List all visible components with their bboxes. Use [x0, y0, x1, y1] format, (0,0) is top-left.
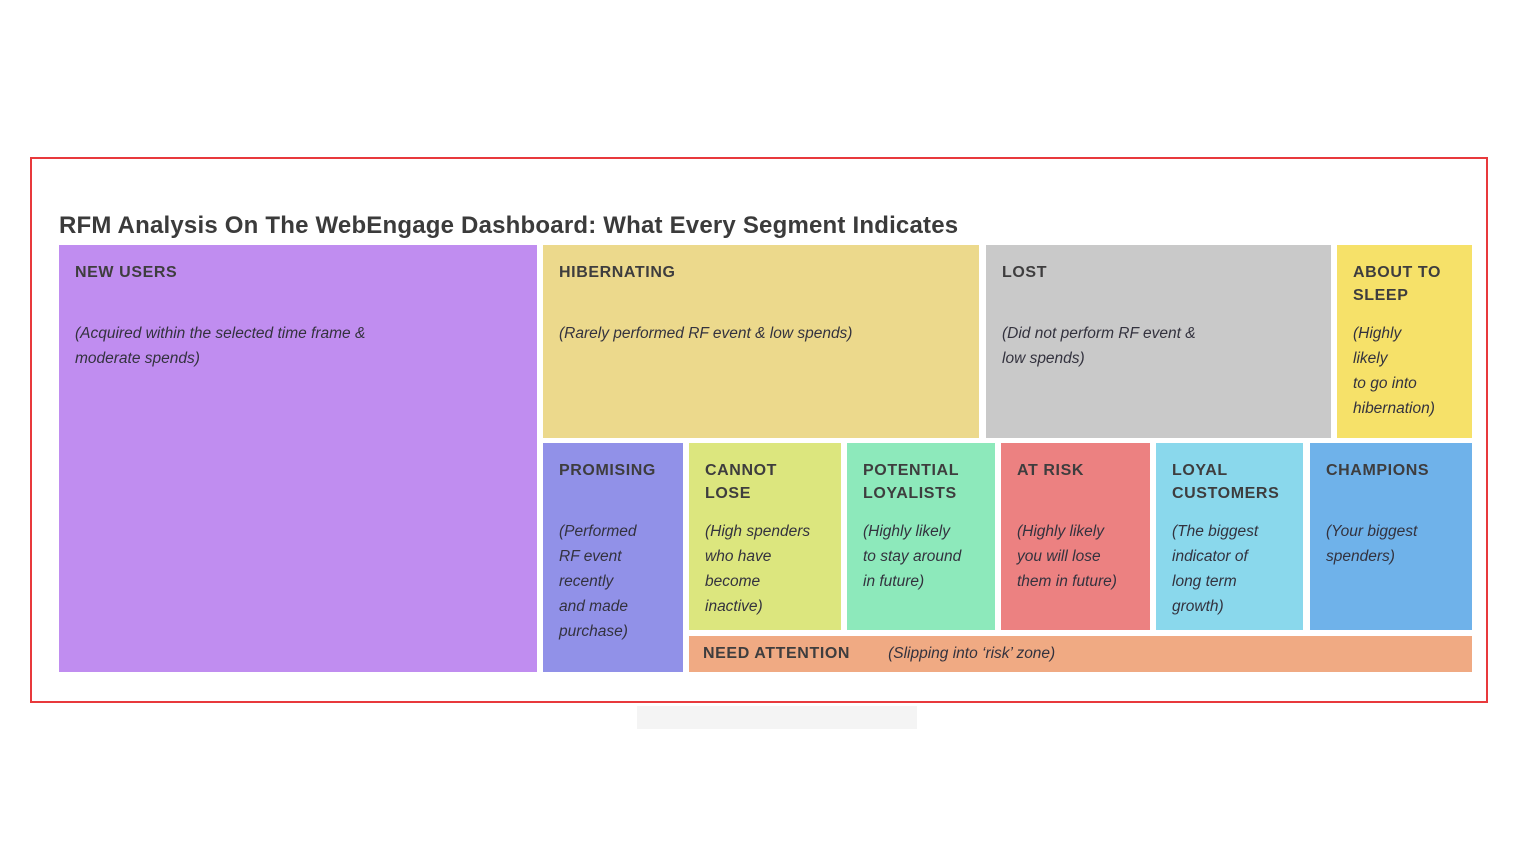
- segment-at-risk: AT RISK (Highly likely you will lose the…: [1001, 443, 1150, 630]
- segment-label: AT RISK: [1017, 462, 1085, 479]
- segment-description: (Acquired within the selected time frame…: [75, 325, 366, 367]
- segment-need-attention: NEED ATTENTION (Slipping into ‘risk’ zon…: [689, 636, 1472, 672]
- segment-label: LOST: [1002, 264, 1048, 281]
- page-title: RFM Analysis On The WebEngage Dashboard:…: [59, 212, 959, 240]
- segment-promising: PROMISING (Performed RF event recently a…: [543, 443, 683, 672]
- segment-description: (Highly likely you will lose them in fut…: [1017, 523, 1117, 590]
- segment-description: (Highly likely to go into hibernation): [1353, 325, 1435, 417]
- segment-loyal-customers: LOYAL CUSTOMERS (The biggest indicator o…: [1156, 443, 1303, 630]
- segment-new-users: NEW USERS (Acquired within the selected …: [59, 245, 537, 672]
- segment-description: (Rarely performed RF event & low spends): [559, 325, 853, 342]
- segment-lost: LOST (Did not perform RF event & low spe…: [986, 245, 1331, 438]
- segment-label: NEW USERS: [75, 264, 178, 281]
- segment-description: (High spenders who have become inactive): [705, 523, 811, 615]
- segment-description: (Highly likely to stay around in future): [863, 523, 962, 590]
- segment-label: ABOUT TO SLEEP: [1353, 264, 1442, 304]
- segment-label: POTENTIAL LOYALISTS: [863, 462, 960, 502]
- segment-description: (Did not perform RF event & low spends): [1002, 325, 1196, 367]
- segment-description: (Your biggest spenders): [1326, 523, 1418, 565]
- segment-description: (Slipping into ‘risk’ zone): [888, 645, 1056, 662]
- segment-label: NEED ATTENTION: [703, 645, 851, 662]
- page-scroll-remnant: [637, 706, 917, 729]
- segment-label: CANNOT LOSE: [705, 462, 778, 502]
- segment-about-to-sleep: ABOUT TO SLEEP (Highly likely to go into…: [1337, 245, 1472, 438]
- segment-label: PROMISING: [559, 462, 656, 479]
- segment-description: (Performed RF event recently and made pu…: [559, 523, 637, 640]
- segment-champions: CHAMPIONS (Your biggest spenders): [1310, 443, 1472, 630]
- segment-cannot-lose: CANNOT LOSE (High spenders who have beco…: [689, 443, 841, 630]
- segment-hibernating: HIBERNATING (Rarely performed RF event &…: [543, 245, 979, 438]
- segment-label: LOYAL CUSTOMERS: [1172, 462, 1280, 502]
- segment-label: CHAMPIONS: [1326, 462, 1430, 479]
- segment-label: HIBERNATING: [559, 264, 676, 281]
- segment-potential-loyalists: POTENTIAL LOYALISTS (Highly likely to st…: [847, 443, 995, 630]
- segment-description: (The biggest indicator of long term grow…: [1172, 523, 1259, 615]
